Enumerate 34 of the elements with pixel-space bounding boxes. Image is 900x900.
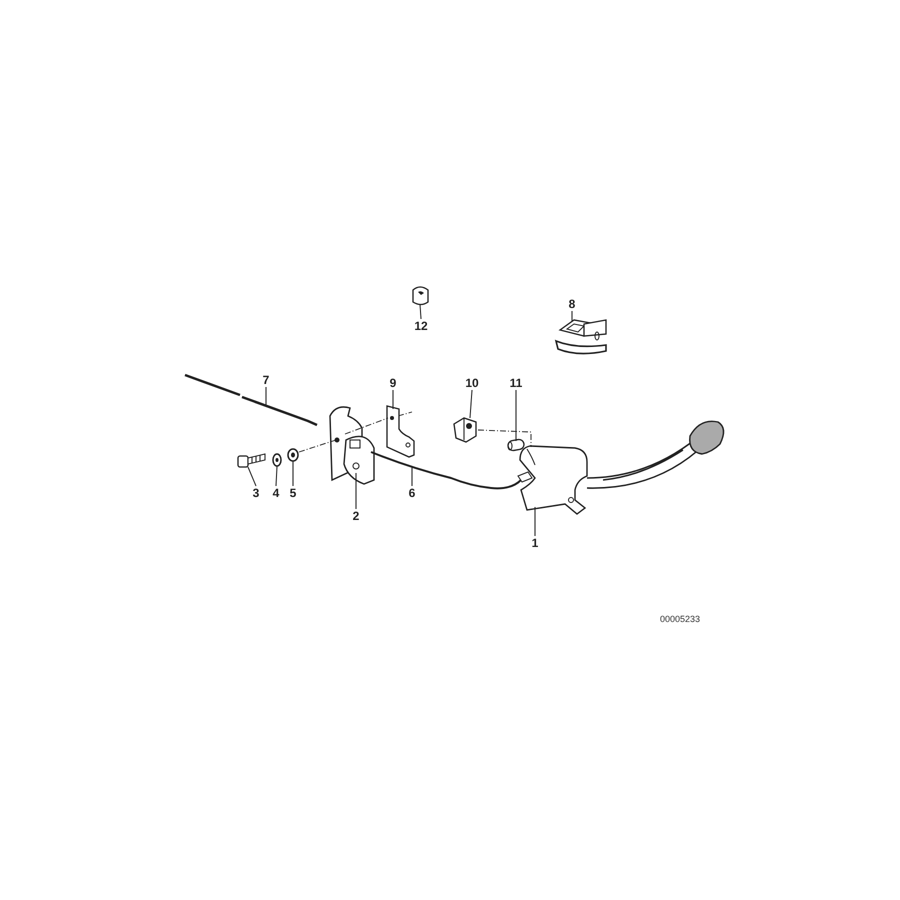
callout-number: 10 xyxy=(465,377,479,389)
callout-number: 2 xyxy=(352,510,360,522)
callout-number: 4 xyxy=(272,487,280,499)
leader-line xyxy=(276,466,278,486)
pedal-drawing xyxy=(519,420,724,515)
bracket-drawing xyxy=(386,405,415,458)
washer-drawing xyxy=(272,453,282,467)
callout-number: 12 xyxy=(414,320,428,332)
leader-line xyxy=(534,506,536,536)
callout-number: 6 xyxy=(408,487,416,499)
leader-line xyxy=(470,390,472,418)
callout-number: 9 xyxy=(390,377,396,389)
leader-line xyxy=(392,390,394,410)
cap-drawing xyxy=(412,286,429,306)
leader-line xyxy=(292,460,294,486)
washer-drawing xyxy=(287,448,299,462)
callout-number: 1 xyxy=(532,537,538,549)
cable-drawing xyxy=(370,451,533,490)
drawing-number: 00005233 xyxy=(660,614,700,624)
rod-drawing xyxy=(184,372,318,426)
leader-line xyxy=(420,304,422,320)
callout-number: 3 xyxy=(252,487,260,499)
assembly-line xyxy=(298,440,336,452)
clip-drawing xyxy=(453,417,477,443)
latch-drawing xyxy=(329,406,375,485)
bolt-drawing xyxy=(237,453,266,468)
clip-drawing xyxy=(555,319,607,354)
leader-line xyxy=(248,466,256,486)
callout-number: 8 xyxy=(568,298,576,310)
callout-number: 11 xyxy=(510,377,522,389)
callout-number: 7 xyxy=(262,374,270,386)
assembly-line xyxy=(478,430,532,448)
assembly-line xyxy=(344,418,388,434)
callout-number: 5 xyxy=(290,487,296,499)
